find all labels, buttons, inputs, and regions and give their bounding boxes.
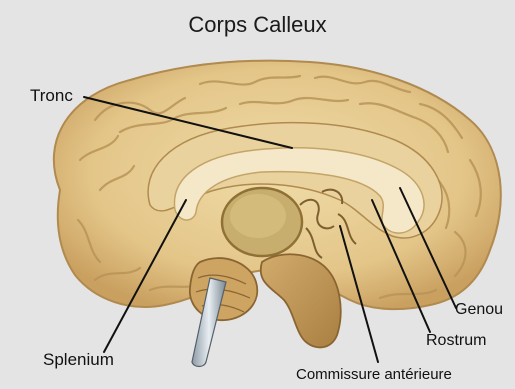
label-rostrum: Rostrum <box>426 333 486 349</box>
label-genou: Genou <box>455 302 503 318</box>
label-commissure-anterieure: Commissure antérieure <box>296 367 452 382</box>
thalamus-highlight <box>230 194 286 238</box>
label-splenium: Splenium <box>43 351 114 368</box>
label-tronc: Tronc <box>30 87 73 104</box>
diagram-title: Corps Calleux <box>0 14 515 36</box>
